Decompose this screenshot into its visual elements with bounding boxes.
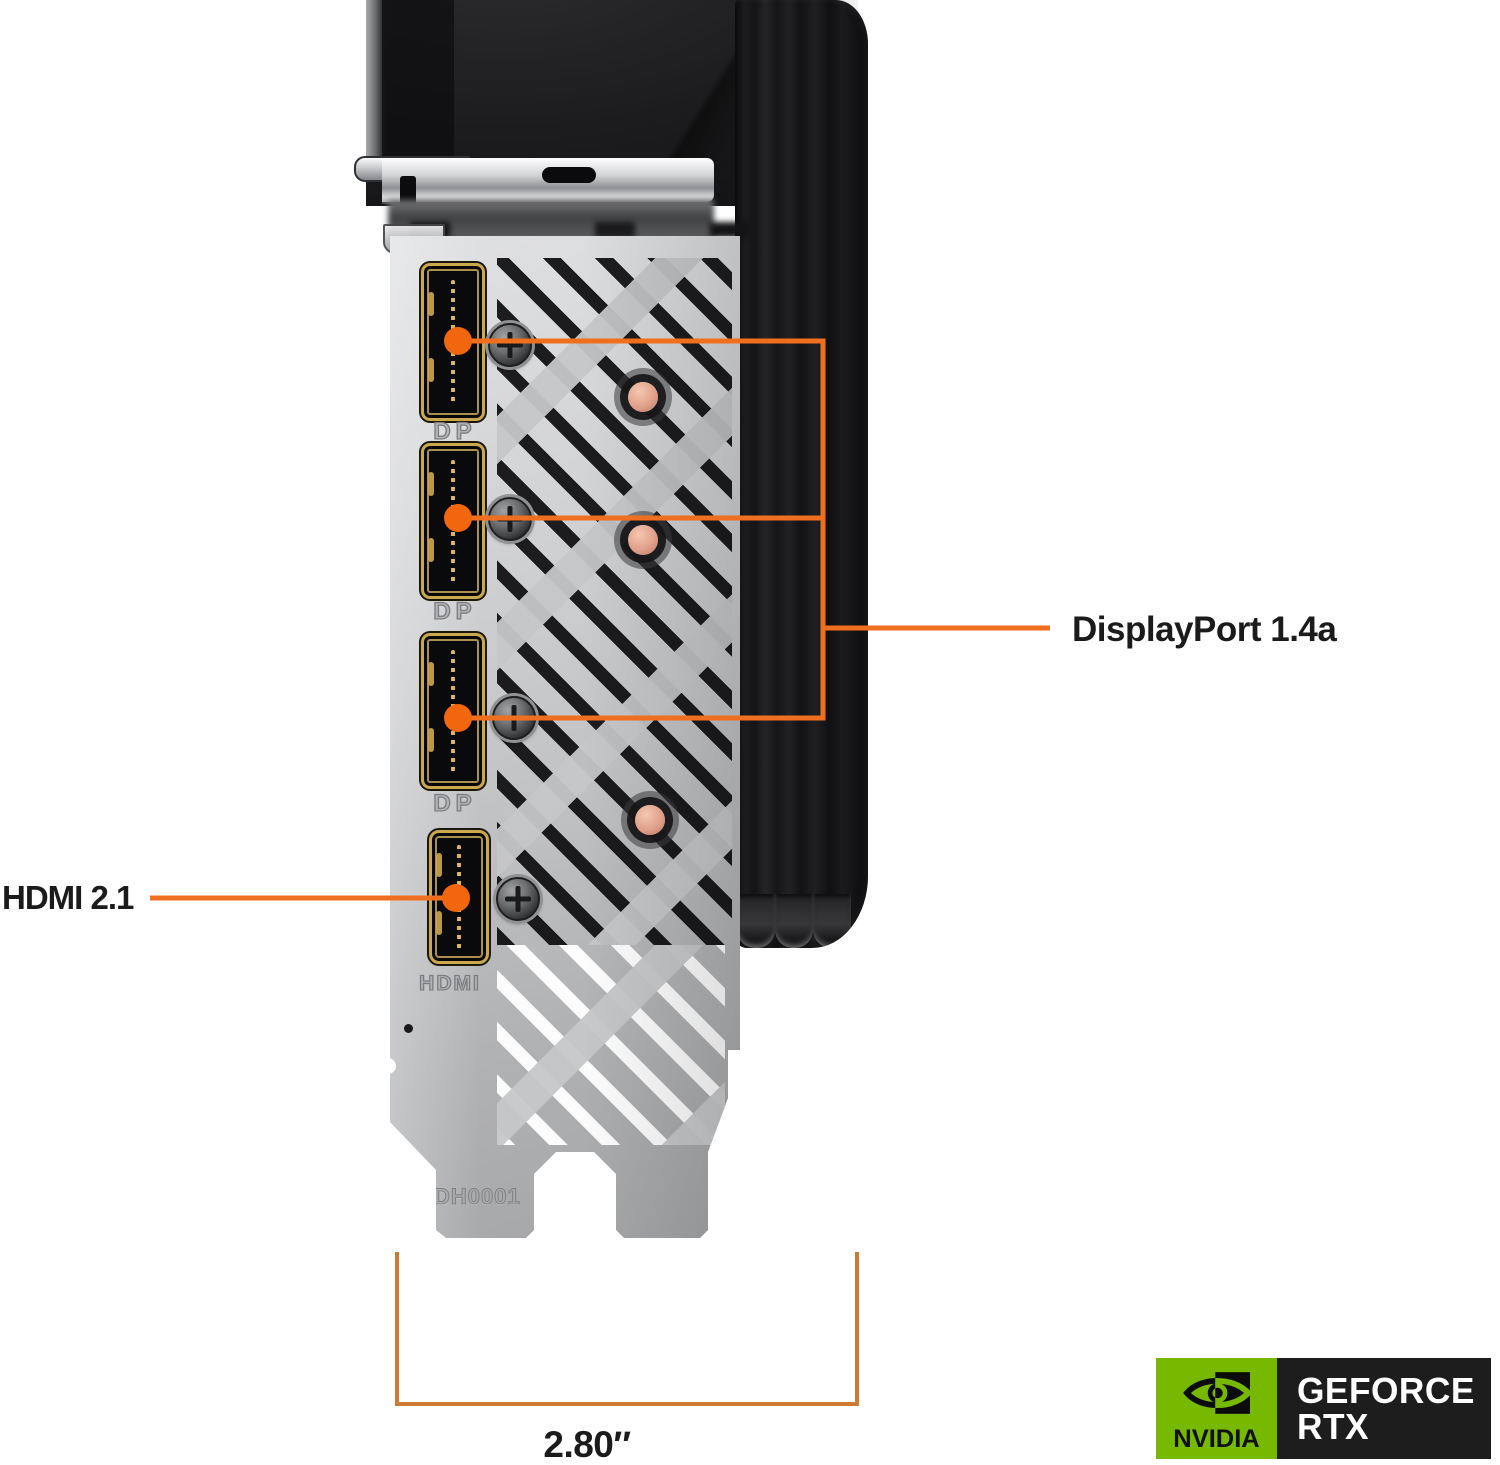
bracket-screw-slot [542, 167, 596, 183]
bracket-screw-icon [492, 696, 536, 740]
bracket-code-stamp: DH0001 [434, 1184, 521, 1210]
bracket-top-plate [382, 158, 714, 204]
io-bracket: DP DP DP HDMI DH0001 [390, 236, 740, 1238]
bracket-screw-icon [488, 497, 532, 541]
shroud-rib-end [775, 894, 813, 948]
displayport-connector-2 [421, 443, 485, 599]
width-dimension-label: 2.80″ [543, 1424, 631, 1465]
port-stamp-dp2: DP [433, 597, 477, 625]
card-back-edge [366, 0, 386, 164]
nvidia-eye-icon [1183, 1372, 1252, 1414]
bracket-edge-notch [386, 1058, 396, 1074]
rtx-text: RTX [1297, 1405, 1370, 1447]
geforce-text: GEFORCE [1297, 1369, 1475, 1411]
displayport-label: DisplayPort 1.4a [1072, 610, 1337, 649]
displayport-connector-1 [421, 263, 485, 421]
heatpipe-end [635, 805, 665, 835]
nvidia-panel: NVIDIA [1156, 1358, 1277, 1459]
heatpipe-end [628, 525, 658, 555]
nvidia-geforce-rtx-badge: NVIDIA GEFORCE RTX [1156, 1358, 1491, 1459]
port-stamp-hdmi: HDMI [419, 971, 481, 995]
card-top-dark-panel [382, 0, 454, 170]
gpu-shroud-side [735, 0, 868, 948]
heatpipe-end [628, 382, 658, 412]
displayport-connector-3 [421, 633, 485, 789]
nvidia-wordmark: NVIDIA [1173, 1425, 1260, 1453]
geforce-rtx-panel: GEFORCE RTX [1277, 1358, 1491, 1459]
bracket-screw-icon [496, 877, 540, 921]
port-stamp-dp3: DP [433, 789, 477, 817]
vent-cutouts-upper [497, 258, 732, 945]
bracket-screw-icon [488, 323, 532, 367]
bracket-rivet [404, 1024, 413, 1033]
shroud-rib-end [737, 894, 775, 948]
vent-cutouts-lower [497, 945, 725, 1145]
hdmi-label: HDMI 2.1 [2, 879, 134, 916]
width-dimension-bracket [395, 1252, 859, 1406]
shroud-rib-end [813, 894, 851, 948]
port-stamp-dp1: DP [433, 417, 477, 445]
hdmi-connector [429, 830, 489, 964]
